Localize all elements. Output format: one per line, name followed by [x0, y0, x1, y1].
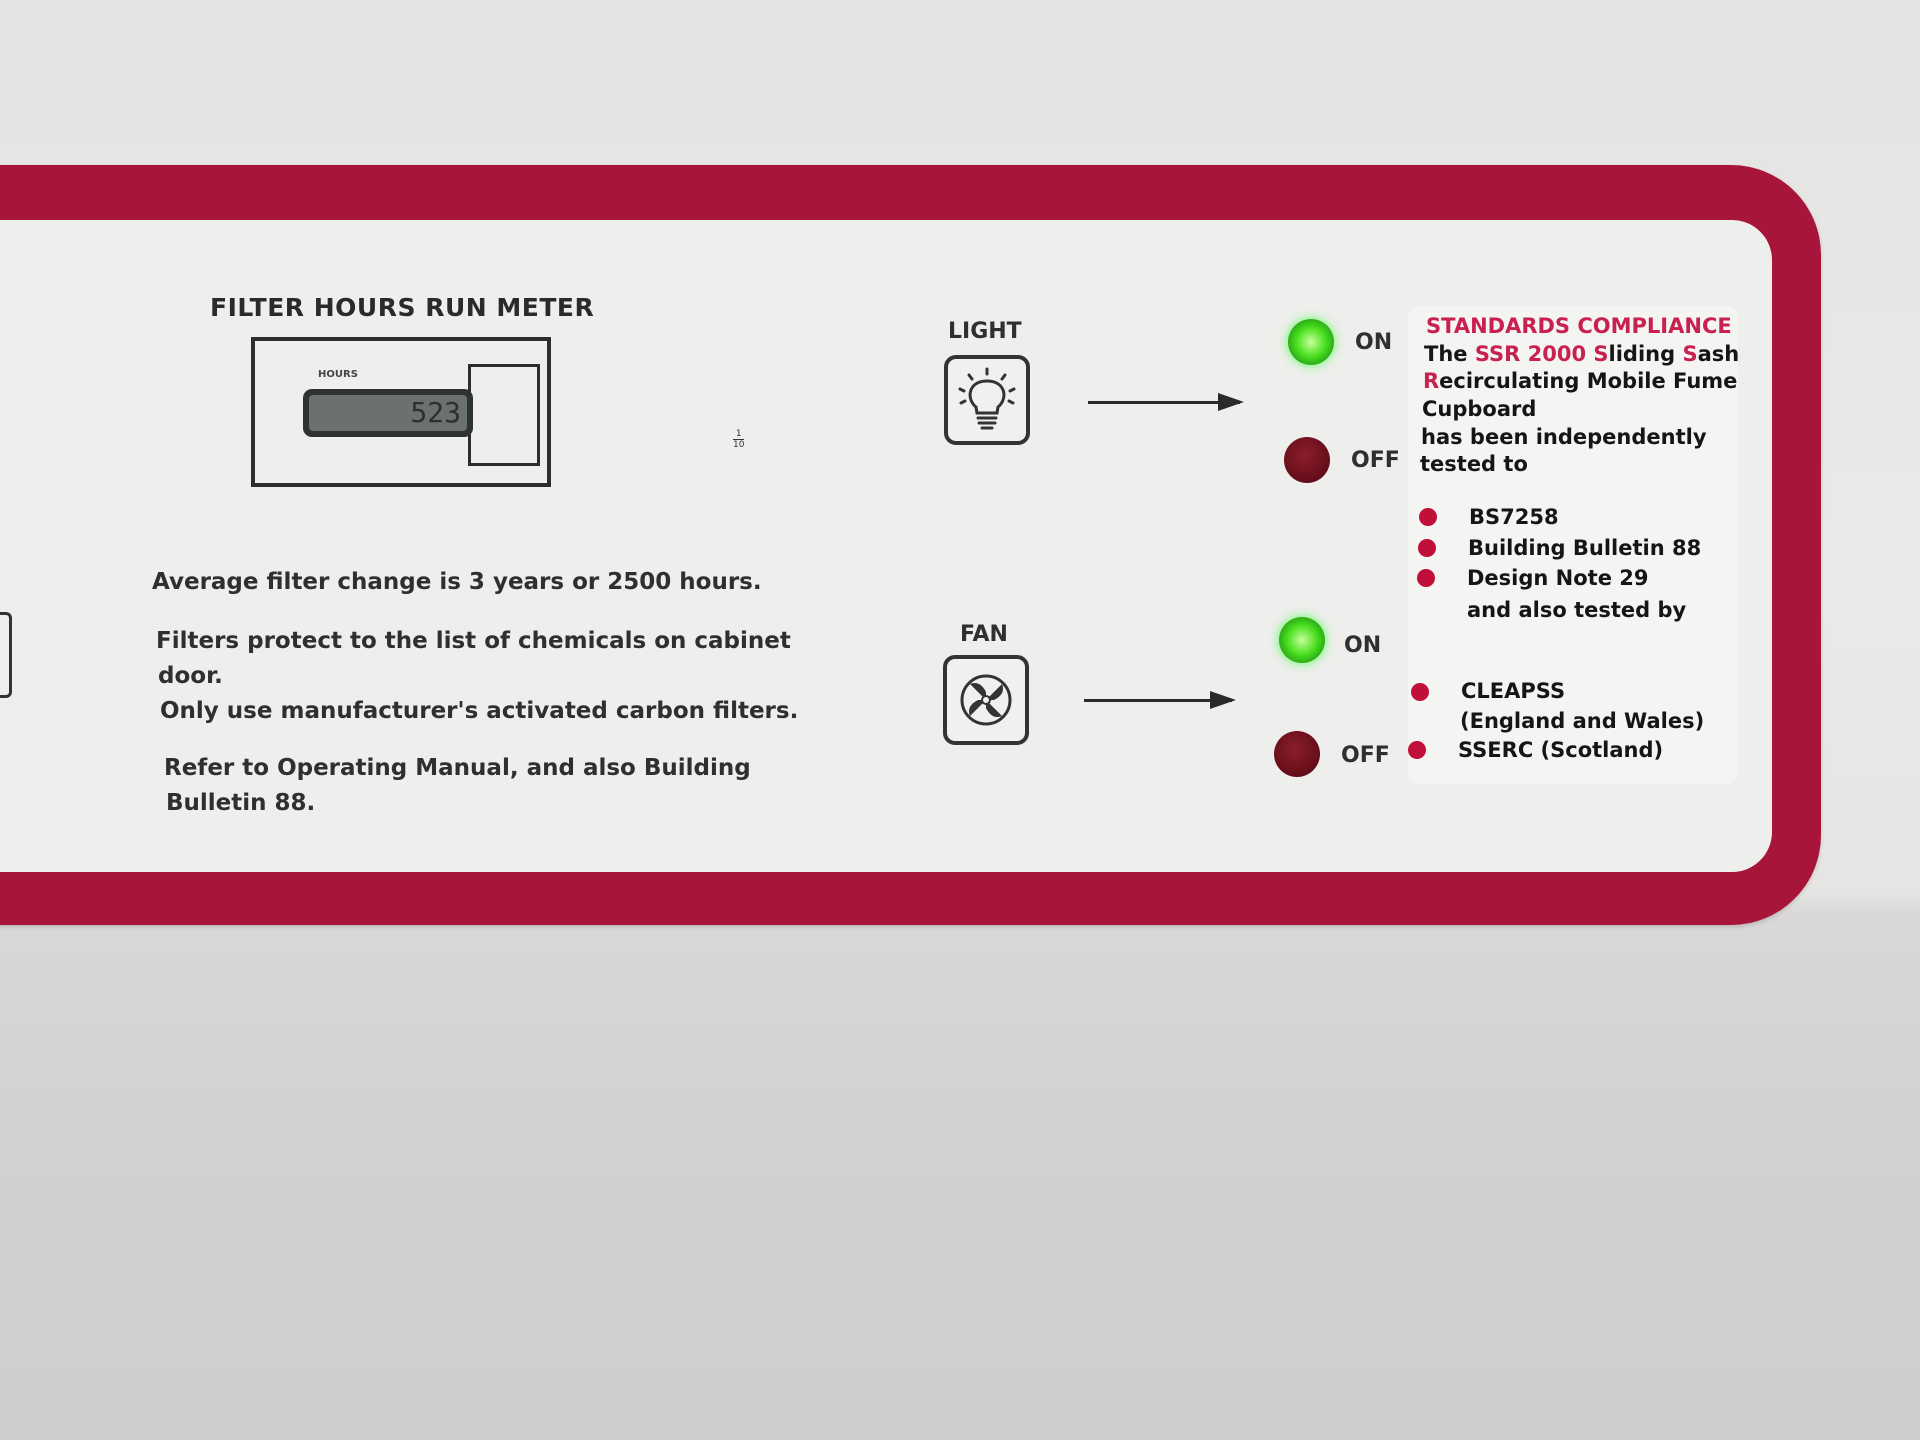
meter-fraction: 1 10	[733, 429, 745, 450]
light-arrow	[1088, 393, 1244, 411]
tester-item: CLEAPSS	[1461, 679, 1566, 703]
left-edge-switch	[0, 612, 12, 698]
tester-item-note: (England and Wales)	[1460, 709, 1705, 733]
fan-arrow	[1084, 691, 1236, 709]
light-on-label: ON	[1355, 330, 1393, 355]
info-filters-protect: Filters protect to the list of chemicals…	[156, 628, 791, 654]
light-label: LIGHT	[948, 319, 1022, 344]
standard-item: Building Bulletin 88	[1468, 536, 1702, 560]
bullet-icon	[1408, 741, 1426, 759]
lcd-display: 523	[303, 389, 473, 437]
info-filter-change: Average filter change is 3 years or 2500…	[152, 569, 762, 595]
hours-label: HOURS	[318, 369, 358, 380]
meter-title: FILTER HOURS RUN METER	[210, 293, 595, 322]
standards-also-tested: and also tested by	[1467, 598, 1687, 622]
tester-item: SSERC (Scotland)	[1458, 738, 1664, 762]
light-off-indicator	[1284, 437, 1330, 483]
standards-line-4: has been independently	[1421, 425, 1707, 449]
standards-compliance-panel	[1408, 306, 1738, 784]
standard-item: BS7258	[1469, 505, 1559, 529]
fan-icon	[960, 674, 1012, 726]
standards-line-3: Cupboard	[1422, 397, 1537, 421]
fan-label: FAN	[960, 622, 1008, 647]
meter-tab: 1 10	[468, 364, 745, 466]
standards-line-1: The SSR 2000 Sliding Sash	[1424, 342, 1740, 366]
fan-off-label: OFF	[1341, 743, 1390, 768]
fan-button[interactable]	[943, 655, 1029, 745]
standard-item: Design Note 29	[1467, 566, 1649, 590]
filter-hours-meter: 1 10 HOURS 523	[251, 337, 745, 487]
lightbulb-icon	[958, 367, 1016, 430]
light-button[interactable]	[944, 355, 1030, 445]
standards-heading: STANDARDS COMPLIANCE	[1426, 314, 1732, 338]
bullet-icon	[1419, 508, 1437, 526]
standards-line-5: tested to	[1420, 452, 1528, 476]
bullet-icon	[1418, 539, 1436, 557]
info-filters-protect-2: door.	[158, 663, 223, 689]
lcd-reading: 523	[309, 395, 467, 431]
fan-off-indicator	[1274, 731, 1320, 777]
light-off-label: OFF	[1351, 448, 1400, 473]
fan-on-indicator	[1279, 617, 1325, 663]
standards-line-2: Recirculating Mobile Fume	[1423, 369, 1738, 393]
bullet-icon	[1417, 569, 1435, 587]
info-refer-manual: Refer to Operating Manual, and also Buil…	[164, 755, 751, 781]
info-carbon-filters: Only use manufacturer's activated carbon…	[160, 698, 799, 724]
bullet-icon	[1411, 683, 1429, 701]
info-refer-manual-2: Bulletin 88.	[166, 790, 316, 816]
light-on-indicator	[1288, 319, 1334, 365]
fan-on-label: ON	[1344, 633, 1382, 658]
